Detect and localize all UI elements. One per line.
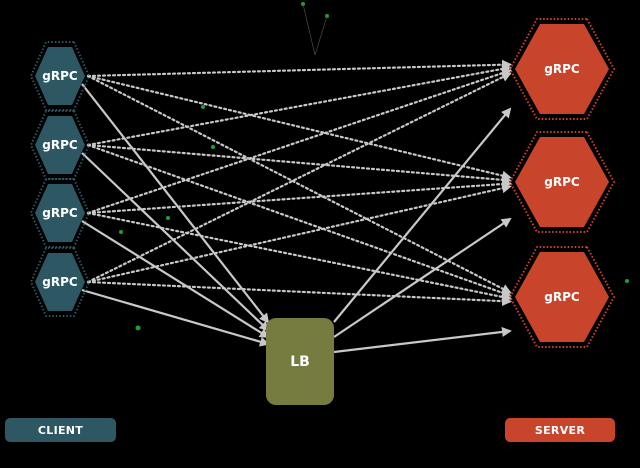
dotted-arrow-client-1-server-2 xyxy=(86,74,512,181)
client-nodes: gRPC gRPC gRPC gRPC xyxy=(29,41,91,317)
dotted-arrow-client-4-server-2 xyxy=(86,183,512,284)
client-node-outline xyxy=(29,178,91,248)
client-node-outline xyxy=(29,41,91,111)
client-node-2: gRPC xyxy=(29,110,91,180)
server-node-label: gRPC xyxy=(544,62,580,76)
client-node-label: gRPC xyxy=(42,138,78,152)
server-node-label: gRPC xyxy=(544,290,580,304)
background-specks xyxy=(119,2,629,331)
speck xyxy=(166,216,170,220)
dotted-arrow-client-3-server-1 xyxy=(86,68,512,215)
direct-connections xyxy=(86,59,512,307)
speck xyxy=(211,145,215,149)
speck xyxy=(119,230,123,234)
solid-arrow-client-2-lb xyxy=(81,152,270,332)
solid-arrow-client-1-lb xyxy=(81,83,270,324)
server-node-3: gRPC xyxy=(508,246,616,348)
speck xyxy=(625,279,629,283)
client-node-hexagon xyxy=(35,184,85,242)
server-node-outline xyxy=(508,131,616,233)
dotted-arrow-client-3-server-2 xyxy=(86,179,512,215)
load-balancer-label: LB xyxy=(290,354,310,370)
dotted-arrow-client-4-server-1 xyxy=(86,72,512,284)
solid-arrow-lb-server-2 xyxy=(333,217,512,338)
dotted-arrow-client-1-server-1 xyxy=(86,59,512,78)
server-node-1: gRPC xyxy=(508,18,616,120)
speck xyxy=(135,325,141,331)
server-nodes: gRPC gRPC gRPC xyxy=(508,18,616,348)
client-node-label: gRPC xyxy=(42,275,78,289)
client-node-label: gRPC xyxy=(42,69,78,83)
solid-arrow-lb-server-3 xyxy=(333,326,512,354)
server-legend: SERVER xyxy=(505,418,615,442)
solid-arrow-lb-server-1 xyxy=(333,107,512,323)
load-balancer: LB xyxy=(266,318,334,405)
server-node-hexagon xyxy=(515,252,609,342)
dotted-arrow-client-2-server-3 xyxy=(86,143,512,298)
server-node-outline xyxy=(508,246,616,348)
dotted-arrow-client-3-server-3 xyxy=(86,211,512,302)
server-node-label: gRPC xyxy=(544,175,580,189)
speck-line xyxy=(314,15,328,56)
client-node-outline xyxy=(29,247,91,317)
client-node-3: gRPC xyxy=(29,178,91,248)
client-legend: CLIENT xyxy=(5,418,116,442)
client-node-4: gRPC xyxy=(29,247,91,317)
server-node-2: gRPC xyxy=(508,131,616,233)
load-balancer-box xyxy=(266,318,334,405)
solid-arrow-client-4-lb xyxy=(81,288,270,347)
dotted-arrow-client-1-server-3 xyxy=(86,74,512,294)
speck xyxy=(325,14,329,18)
client-node-1: gRPC xyxy=(29,41,91,111)
client-node-hexagon xyxy=(35,253,85,311)
client-node-label: gRPC xyxy=(42,206,78,220)
dotted-arrow-client-4-server-3 xyxy=(86,280,512,307)
solid-arrow-client-3-lb xyxy=(81,220,270,339)
client-node-hexagon xyxy=(35,116,85,174)
server-node-outline xyxy=(508,18,616,120)
client-node-outline xyxy=(29,110,91,180)
speck-line xyxy=(302,3,316,56)
load-balanced-connections xyxy=(81,83,512,354)
dotted-arrow-client-2-server-2 xyxy=(86,143,512,185)
client-node-hexagon xyxy=(35,47,85,105)
dotted-arrow-client-2-server-1 xyxy=(86,64,512,147)
speck xyxy=(201,105,205,109)
server-node-hexagon xyxy=(515,24,609,114)
server-node-hexagon xyxy=(515,137,609,227)
